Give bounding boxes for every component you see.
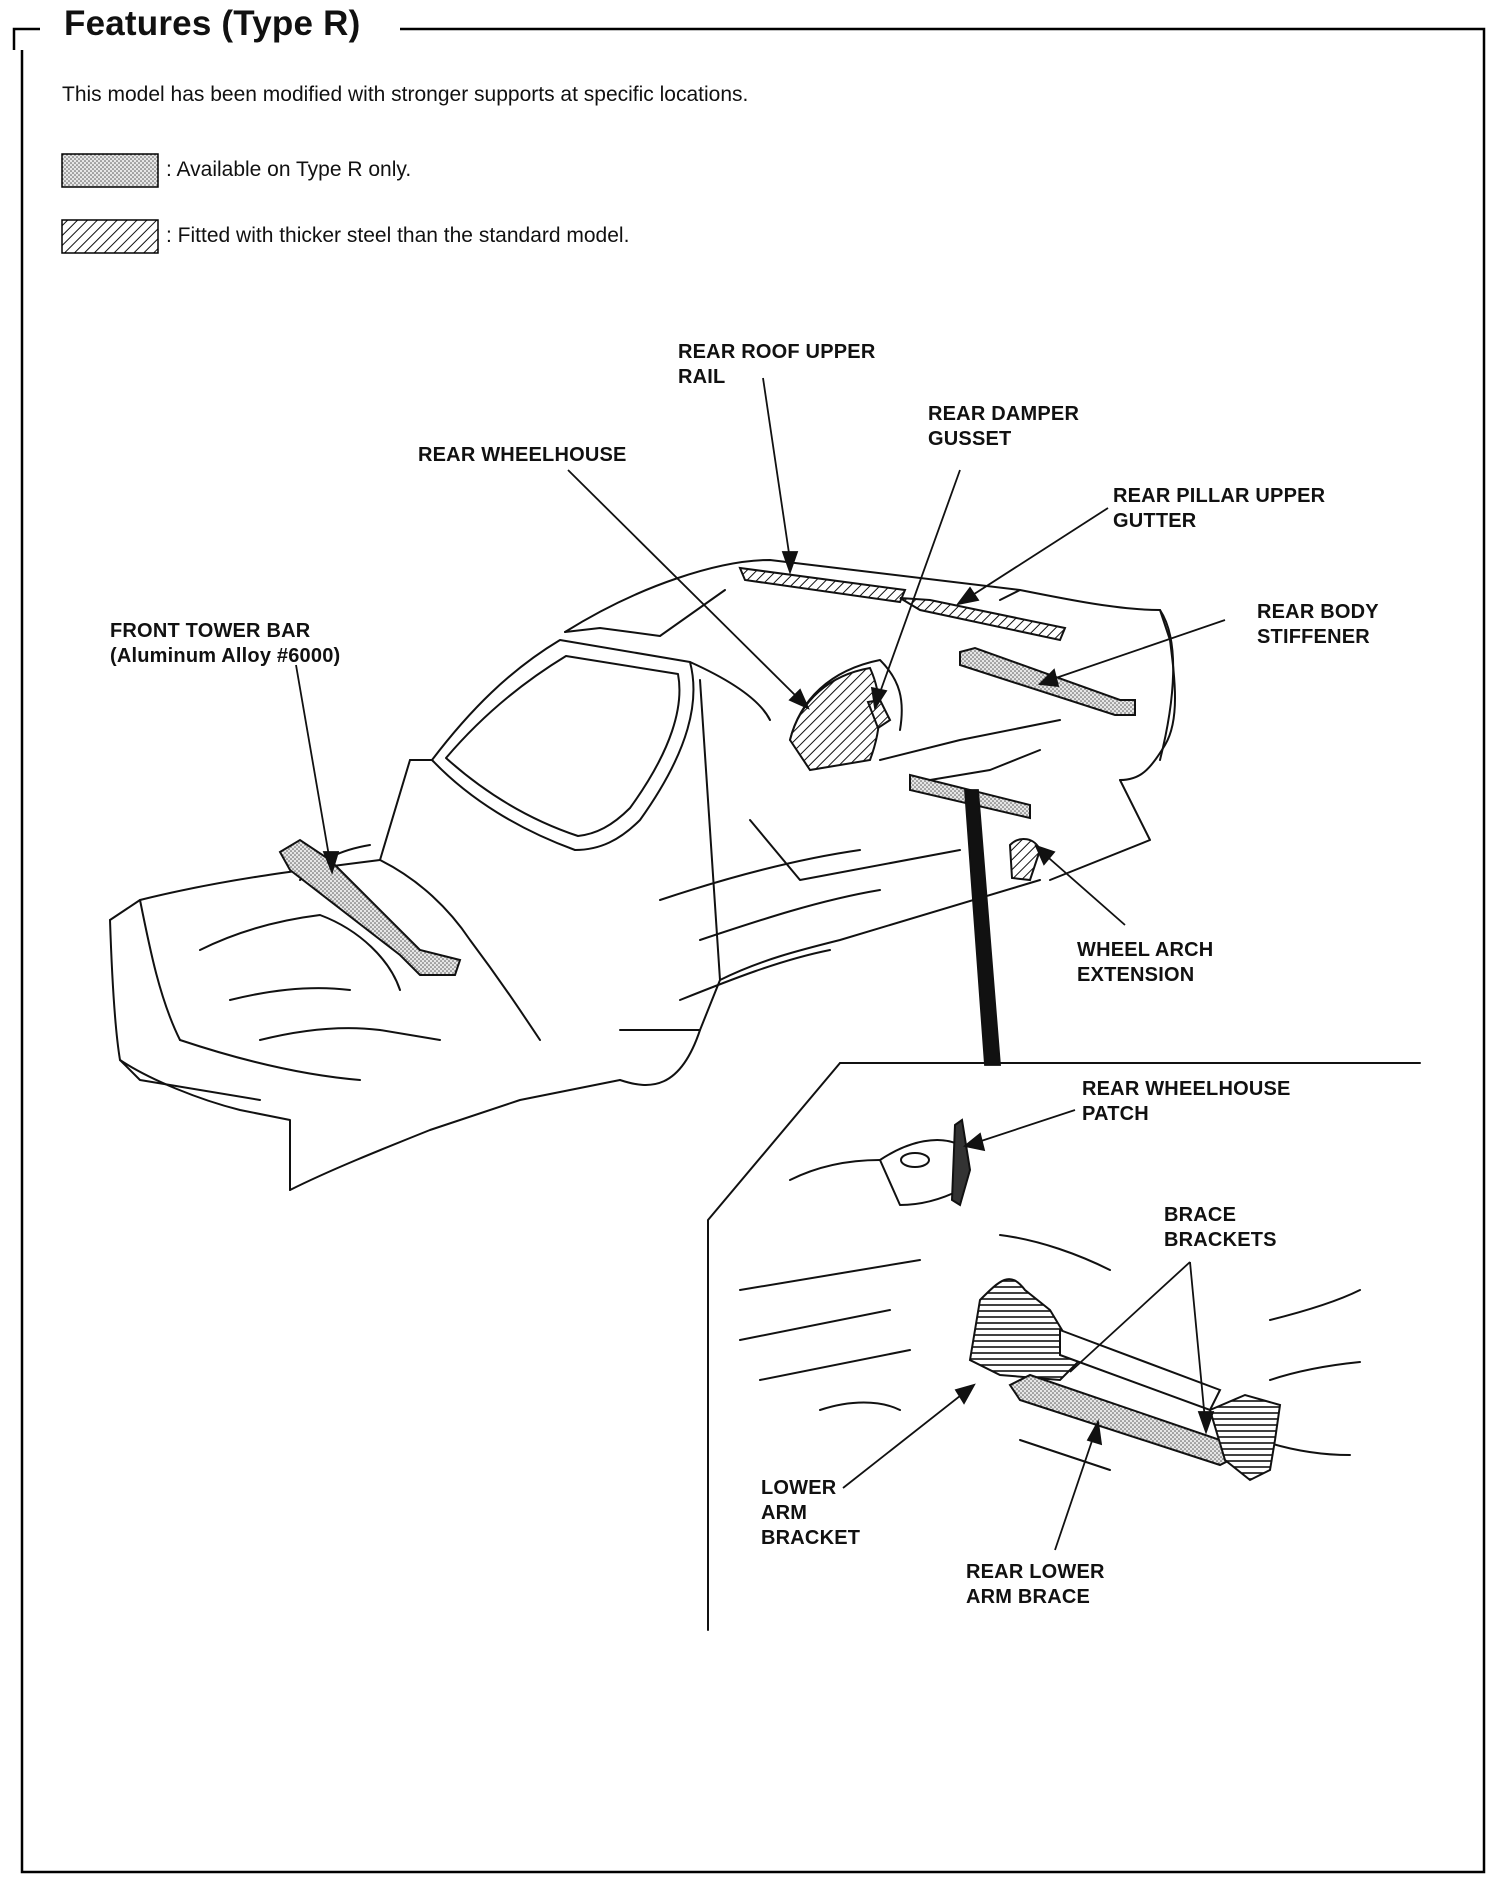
label-rear-lower-arm-brace: REAR LOWER ARM BRACE (966, 1561, 1105, 1608)
intro-text: This model has been modified with strong… (62, 83, 749, 106)
inset-parts (950, 1118, 1282, 1482)
legend-swatch-stipple (61, 153, 159, 188)
brace-tube (1059, 1328, 1222, 1412)
brace-bracket-right-part (1208, 1393, 1282, 1482)
label-lower-arm-bracket: LOWER ARM BRACKET (761, 1477, 861, 1549)
rear-roof-rail-part (738, 566, 907, 604)
page-border (12, 27, 1486, 1874)
rear-wheelhouse-part (788, 666, 881, 772)
reinforcement-parts (278, 566, 1136, 976)
inset-pointer (964, 789, 1001, 1066)
label-wheel-arch-extension: WHEEL ARCH EXTENSION (1077, 939, 1214, 986)
rear-wheelhouse-patch-part (950, 1118, 972, 1207)
front-tower-bar-part (278, 838, 462, 976)
rear-pillar-gutter-part (899, 597, 1067, 642)
wheel-arch-extension-part (1008, 838, 1042, 882)
callout-leaders (295, 377, 1226, 1066)
legend-swatch-hatch (61, 219, 159, 254)
label-rear-damper-gusset: REAR DAMPER GUSSET (928, 403, 1080, 450)
legend-text-stipple: : Available on Type R only. (166, 158, 412, 181)
car-body-shell (109, 559, 1176, 1191)
label-rear-roof-upper-rail: REAR ROOF UPPER RAIL (678, 341, 876, 388)
label-brace-brackets: BRACE BRACKETS (1164, 1204, 1277, 1251)
page-title: Features (Type R) (58, 4, 373, 44)
lower-arm-bracket-part (968, 1278, 1082, 1382)
legend-text-hatch: : Fitted with thicker steel than the sta… (166, 224, 630, 247)
label-rear-wheelhouse: REAR WHEELHOUSE (418, 444, 627, 466)
label-rear-wheelhouse-patch: REAR WHEELHOUSE PATCH (1082, 1078, 1291, 1125)
label-front-tower-bar: FRONT TOWER BAR (Aluminum Alloy #6000) (110, 620, 341, 667)
label-rear-body-stiffener: REAR BODY STIFFENER (1257, 601, 1379, 648)
label-rear-pillar-upper-gutter: REAR PILLAR UPPER GUTTER (1113, 485, 1326, 532)
inset-leaders (842, 1109, 1215, 1551)
